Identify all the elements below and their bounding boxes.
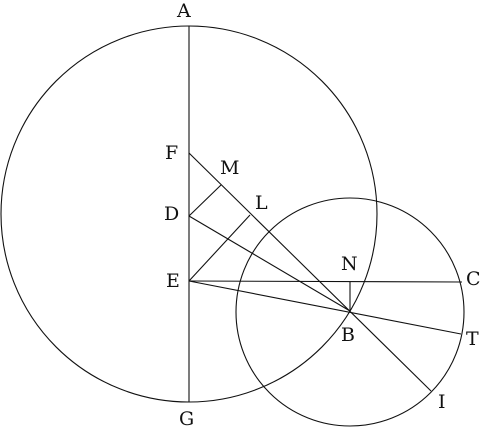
label-G: G — [179, 408, 194, 430]
line-FI — [188, 152, 432, 392]
label-D: D — [164, 203, 179, 225]
label-F: F — [165, 142, 178, 164]
line-EC — [188, 280, 463, 283]
line-ET — [188, 280, 462, 335]
small-circle — [235, 197, 465, 427]
label-L: L — [255, 192, 268, 214]
label-T: T — [466, 328, 479, 350]
label-E: E — [166, 270, 180, 292]
label-N: N — [341, 253, 358, 275]
label-I: I — [438, 391, 446, 413]
label-A: A — [176, 0, 191, 22]
line-DB — [188, 215, 351, 312]
label-B: B — [341, 324, 355, 346]
label-C: C — [466, 268, 481, 290]
label-M: M — [220, 157, 239, 179]
line-EL — [188, 214, 251, 282]
line-DM — [188, 184, 222, 217]
